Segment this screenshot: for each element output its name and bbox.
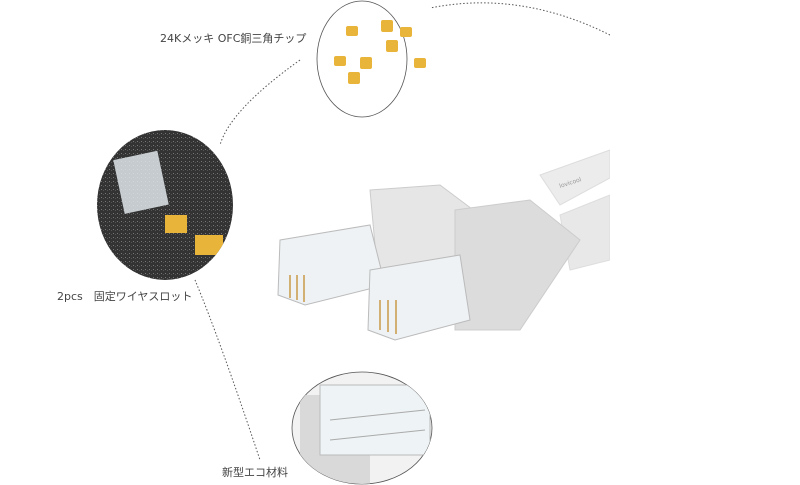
material-callout: 新型エコ材料 (222, 466, 288, 479)
wire-slot-callout: 2pcs 固定ワイヤスロット (57, 290, 193, 303)
dotted-arc (194, 2, 611, 461)
wire-slot-circle (97, 130, 233, 280)
material-circle (291, 371, 433, 485)
chips-callout: 24Kメッキ OFC銅三角チップ (160, 32, 307, 45)
cable-illustration (277, 149, 611, 341)
gold-chips-circle (316, 0, 426, 118)
